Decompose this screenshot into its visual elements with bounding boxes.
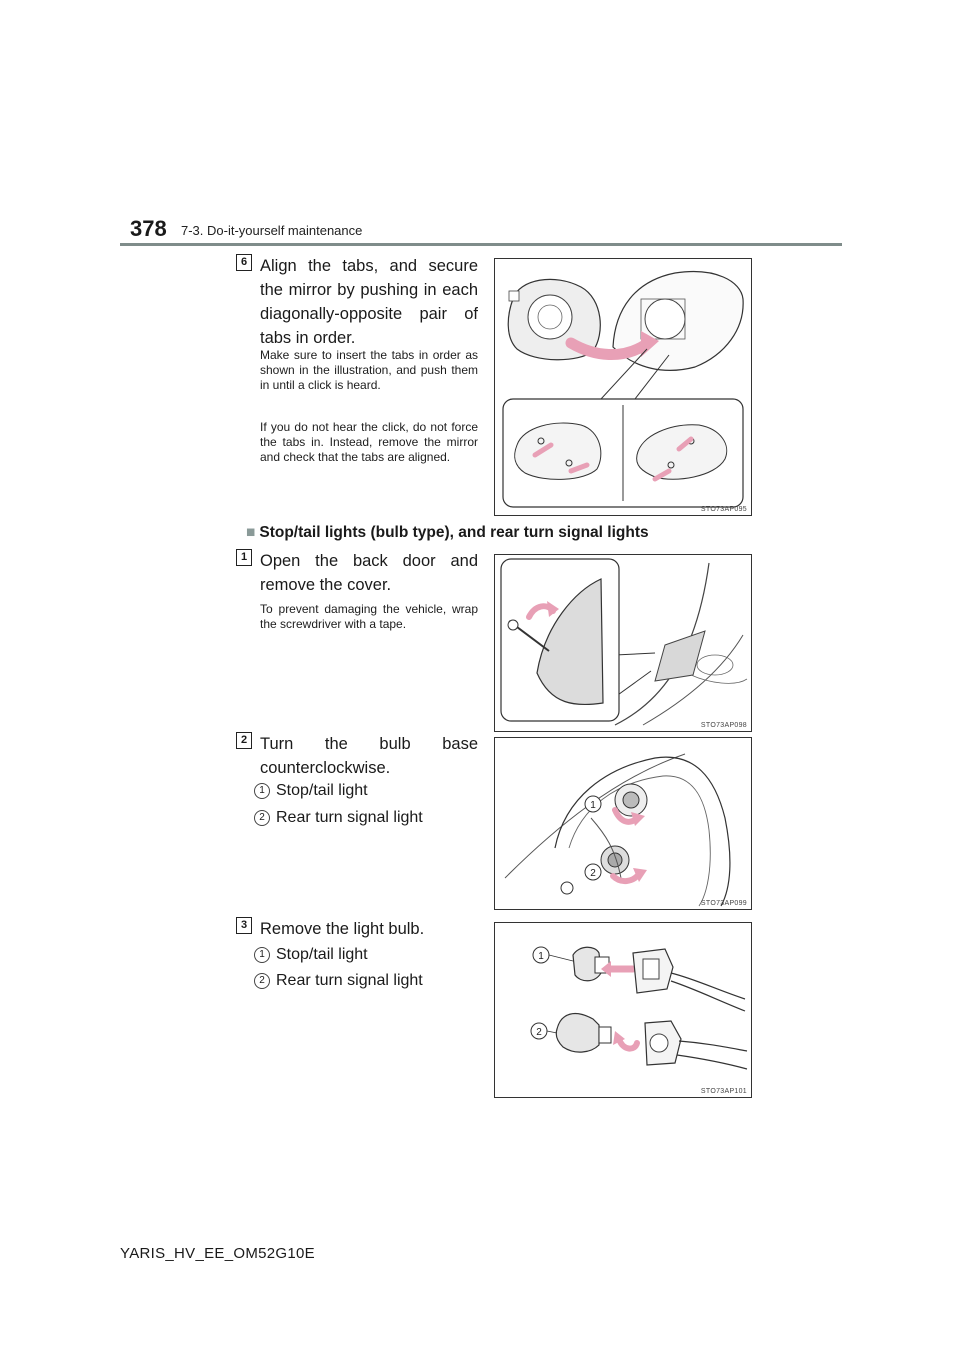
step-2-text: Turn the bulb base counterclockwise. xyxy=(260,735,478,777)
callout-1: 1 xyxy=(590,800,596,811)
step-3-text: Remove the light bulb. xyxy=(260,920,425,938)
step-6-note-2: If you do not hear the click, do not for… xyxy=(260,420,478,464)
section-heading: ■Stop/tail lights (bulb type), and rear … xyxy=(246,524,649,542)
figure-code: STO73AP098 xyxy=(700,722,747,729)
item-label: Rear turn signal light xyxy=(276,809,423,826)
step-2-item-2: 2 Rear turn signal light xyxy=(254,808,423,828)
item-number: 2 xyxy=(254,973,270,989)
step-3-badge: 3 xyxy=(236,917,252,934)
step-2-badge: 2 xyxy=(236,732,252,749)
figure-code: STO73AP101 xyxy=(700,1088,747,1095)
callout-1: 1 xyxy=(538,951,544,962)
item-label: Rear turn signal light xyxy=(276,972,423,989)
section-heading-text: Stop/tail lights (bulb type), and rear t… xyxy=(259,524,649,541)
item-number: 1 xyxy=(254,947,270,963)
step-6-badge: 6 xyxy=(236,254,252,271)
step-1-badge: 1 xyxy=(236,549,252,566)
item-label: Stop/tail light xyxy=(276,782,368,799)
item-label: Stop/tail light xyxy=(276,946,368,963)
bulb-base-illustration: 1 2 STO73AP099 xyxy=(494,737,752,910)
mirror-tabs-illustration: STO73AP095 xyxy=(494,258,752,516)
step-2-item-1: 1 Stop/tail light xyxy=(254,781,368,801)
item-number: 2 xyxy=(254,810,270,826)
figure-code: STO73AP095 xyxy=(700,506,747,513)
figure-code: STO73AP099 xyxy=(700,900,747,907)
section-marker: ■ xyxy=(246,524,256,541)
page-number: 378 xyxy=(130,216,167,241)
back-door-cover-illustration: STO73AP098 xyxy=(494,554,752,732)
step-1-text: Open the back door and remove the cover. xyxy=(260,552,478,594)
callout-2: 2 xyxy=(536,1027,542,1038)
footer-model-code: YARIS_HV_EE_OM52G10E xyxy=(120,1245,315,1262)
header-divider xyxy=(120,243,842,246)
callout-2: 2 xyxy=(590,868,596,879)
item-number: 1 xyxy=(254,783,270,799)
bulb-removal-illustration: 1 2 STO73AP101 xyxy=(494,922,752,1098)
step-3-item-1: 1 Stop/tail light xyxy=(254,945,368,965)
step-1-note: To prevent damaging the vehicle, wrap th… xyxy=(260,602,478,631)
step-6-text: Align the tabs, and secure the mirror by… xyxy=(260,257,478,347)
step-3-item-2: 2 Rear turn signal light xyxy=(254,971,423,991)
step-6-note-1: Make sure to insert the tabs in order as… xyxy=(260,348,478,392)
section-title: 7-3. Do-it-yourself maintenance xyxy=(181,223,363,238)
